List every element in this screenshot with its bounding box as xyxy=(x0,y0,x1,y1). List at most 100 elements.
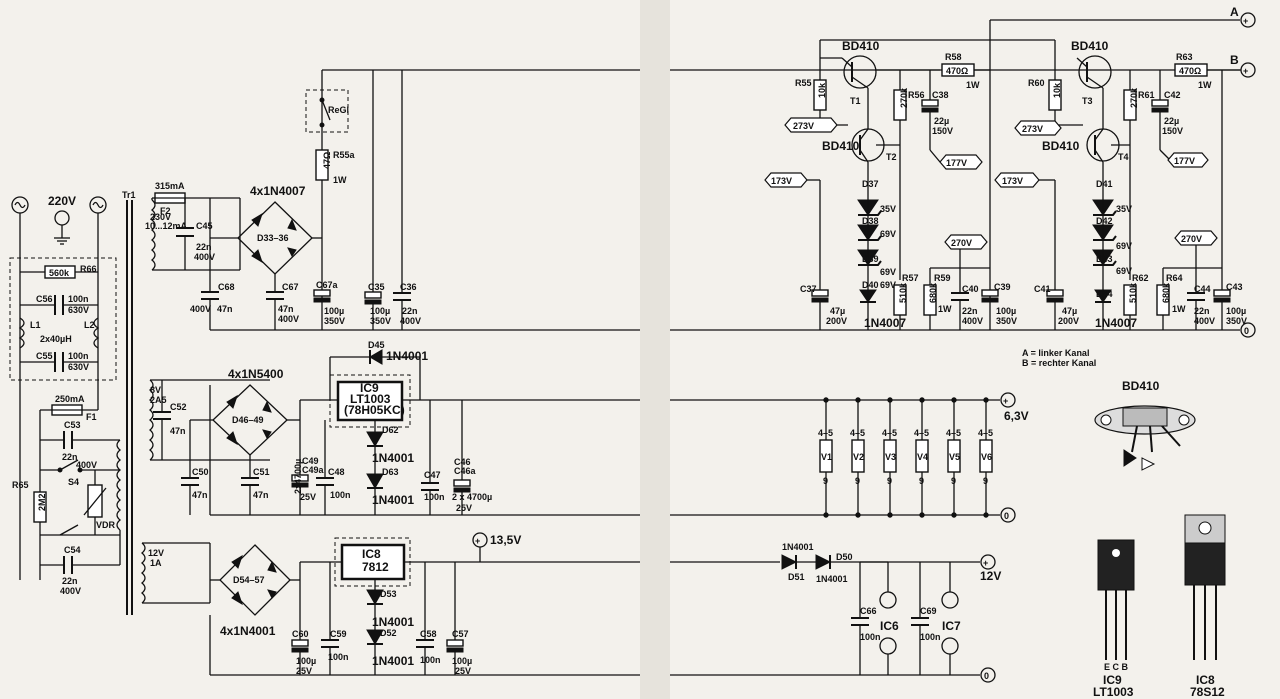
svg-text:150V: 150V xyxy=(1162,126,1183,136)
svg-text:177V: 177V xyxy=(946,158,967,168)
svg-text:C44: C44 xyxy=(1194,284,1211,294)
svg-text:D33–36: D33–36 xyxy=(257,233,289,243)
svg-text:22n: 22n xyxy=(962,306,978,316)
svg-text:22n: 22n xyxy=(62,452,78,462)
svg-text:F2: F2 xyxy=(160,206,171,216)
svg-text:F1: F1 xyxy=(86,412,97,422)
svg-text:C40: C40 xyxy=(962,284,979,294)
svg-text:100n: 100n xyxy=(328,652,349,662)
svg-text:25V: 25V xyxy=(296,666,312,676)
svg-text:Tr1: Tr1 xyxy=(122,190,136,200)
terminal-6v3 xyxy=(1000,392,1016,408)
svg-text:C48: C48 xyxy=(328,467,345,477)
svg-text:+: + xyxy=(983,558,988,568)
svg-text:630V: 630V xyxy=(68,362,89,372)
svg-text:100µ: 100µ xyxy=(370,306,390,316)
svg-text:47n: 47n xyxy=(192,490,208,500)
tube-heater-4 xyxy=(915,439,929,473)
svg-text:+: + xyxy=(1003,396,1008,406)
output-terminals: + A + B 0 xyxy=(1207,5,1256,338)
svg-text:4–5: 4–5 xyxy=(914,428,929,438)
svg-text:100n: 100n xyxy=(330,490,351,500)
svg-text:680k: 680k xyxy=(1161,282,1171,303)
svg-text:D62: D62 xyxy=(382,425,399,435)
svg-text:+: + xyxy=(1243,66,1248,76)
svg-text:C49a: C49a xyxy=(302,465,325,475)
transformer-primary xyxy=(116,439,122,531)
svg-text:1A: 1A xyxy=(150,558,162,568)
svg-text:VDR: VDR xyxy=(96,520,116,530)
svg-text:A: A xyxy=(1230,5,1239,19)
hv-winding xyxy=(150,199,156,271)
svg-text:BD410: BD410 xyxy=(822,139,860,153)
pinout-drawings: BD410 E C B IC9 LT1003 xyxy=(1093,379,1226,699)
svg-text:270k: 270k xyxy=(1129,87,1139,108)
diode-d63 xyxy=(366,473,384,490)
svg-text:400V: 400V xyxy=(1194,316,1215,326)
svg-text:35V: 35V xyxy=(880,204,896,214)
svg-text:10k: 10k xyxy=(1052,82,1062,98)
svg-text:510k: 510k xyxy=(898,282,908,303)
svg-text:4–5: 4–5 xyxy=(946,428,961,438)
svg-text:C46: C46 xyxy=(454,457,471,467)
svg-text:D37: D37 xyxy=(862,179,879,189)
svg-text:D42: D42 xyxy=(1096,216,1113,226)
svg-text:400V: 400V xyxy=(278,314,299,324)
svg-text:D50: D50 xyxy=(836,552,853,562)
svg-text:2 x 4700µ: 2 x 4700µ xyxy=(452,492,492,502)
svg-text:100µ: 100µ xyxy=(996,306,1016,316)
svg-text:C56: C56 xyxy=(36,294,53,304)
svg-text:22µ: 22µ xyxy=(934,116,949,126)
svg-text:560k: 560k xyxy=(49,268,70,278)
svg-text:8V: 8V xyxy=(150,385,161,395)
svg-text:4x1N4007: 4x1N4007 xyxy=(250,184,306,198)
ic7-pin-top xyxy=(941,591,959,609)
svg-text:C57: C57 xyxy=(452,629,469,639)
capacitor-c37 xyxy=(811,289,829,297)
svg-text:12V: 12V xyxy=(980,569,1001,583)
svg-text:13,5V: 13,5V xyxy=(490,533,521,547)
svg-text:100µ: 100µ xyxy=(324,306,344,316)
relay-winding xyxy=(140,542,146,604)
svg-text:D38: D38 xyxy=(862,216,879,226)
svg-text:470Ω: 470Ω xyxy=(1179,66,1201,76)
svg-text:C45: C45 xyxy=(196,221,213,231)
svg-text:T4: T4 xyxy=(1118,152,1129,162)
svg-text:350V: 350V xyxy=(324,316,345,326)
svg-text:100µ: 100µ xyxy=(296,656,316,666)
zener-chain-b xyxy=(1092,190,1117,330)
svg-text:350V: 350V xyxy=(1226,316,1247,326)
svg-text:C46a: C46a xyxy=(454,466,477,476)
svg-text:100n: 100n xyxy=(860,632,881,642)
heater-winding xyxy=(148,379,154,461)
svg-text:V2: V2 xyxy=(853,452,864,462)
svg-text:C51: C51 xyxy=(253,467,270,477)
regulator-ic8 xyxy=(340,543,406,581)
svg-text:V3: V3 xyxy=(885,452,896,462)
svg-text:R66: R66 xyxy=(80,264,97,274)
svg-text:R61: R61 xyxy=(1138,90,1155,100)
tube-heater-6 xyxy=(979,439,993,473)
svg-text:D40: D40 xyxy=(862,280,879,290)
capacitor-c57 xyxy=(446,639,464,647)
capacitor-c67a xyxy=(313,289,331,297)
svg-text:12V: 12V xyxy=(148,548,164,558)
svg-text:10...12mA: 10...12mA xyxy=(145,221,188,231)
diode-d53 xyxy=(366,589,384,606)
svg-text:1W: 1W xyxy=(966,80,980,90)
svg-text:100µ: 100µ xyxy=(1226,306,1246,316)
svg-text:D41: D41 xyxy=(1096,179,1113,189)
svg-text:R64: R64 xyxy=(1166,273,1183,283)
svg-text:R56: R56 xyxy=(908,90,925,100)
svg-text:C55: C55 xyxy=(36,351,53,361)
svg-text:22n: 22n xyxy=(402,306,418,316)
svg-text:4x1N4001: 4x1N4001 xyxy=(220,624,276,638)
svg-text:D54–57: D54–57 xyxy=(233,575,265,585)
svg-text:47Ω: 47Ω xyxy=(322,152,332,169)
channel-a-regulator: BD410 T1 10k R55 273V BD410 T2 470Ω R58 … xyxy=(670,19,1240,331)
svg-text:315mA: 315mA xyxy=(155,181,185,191)
svg-text:25V: 25V xyxy=(456,503,472,513)
svg-text:230V: 230V xyxy=(150,212,171,222)
svg-text:630V: 630V xyxy=(68,305,89,315)
svg-text:100n: 100n xyxy=(68,351,89,361)
